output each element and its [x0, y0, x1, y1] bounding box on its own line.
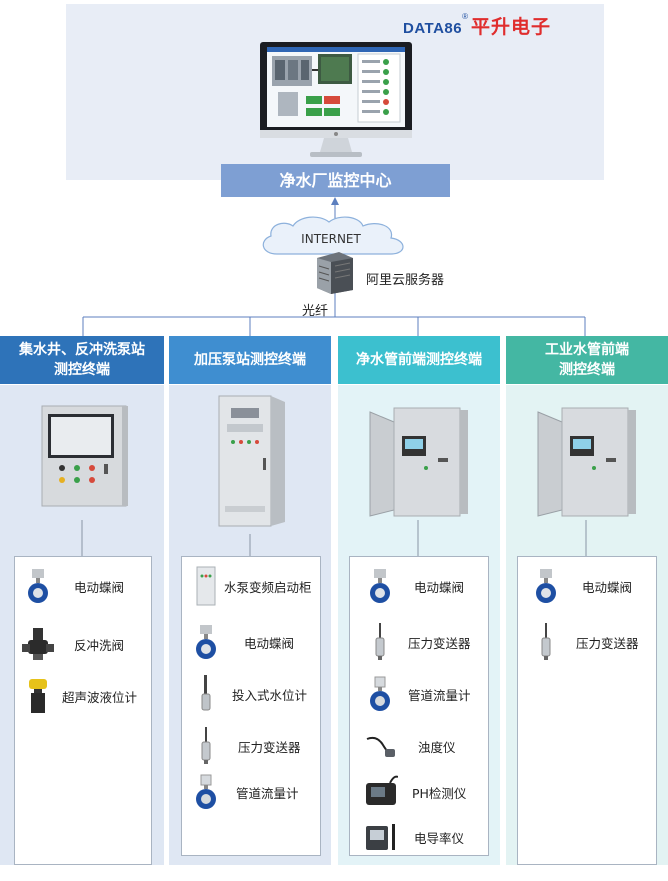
- butterfly-valve-icon: [362, 566, 398, 606]
- pump-cabinet-icon: [217, 394, 289, 530]
- butterfly-valve-icon: [20, 566, 56, 606]
- item-label: 超声波液位计: [62, 687, 137, 706]
- column-2-title-line1: 加压泵站测控终端: [194, 350, 306, 370]
- column-3-header: 净水管前端测控终端: [338, 336, 500, 384]
- item-label: 管道流量计: [236, 783, 299, 802]
- ultrasonic-level-meter-icon: [20, 676, 56, 716]
- list-item: 压力变送器: [188, 726, 301, 766]
- turbidity-sensor-icon: [362, 726, 398, 766]
- open-cabinet-icon: [368, 406, 470, 518]
- column-1-header: 集水井、反冲洗泵站测控终端: [0, 336, 164, 384]
- list-item: 电动蝶阀: [362, 566, 464, 606]
- item-label: 电动蝶阀: [414, 577, 464, 596]
- conductivity-meter-icon: [362, 817, 398, 857]
- item-label: 投入式水位计: [232, 685, 307, 704]
- item-label: 浊度仪: [418, 737, 456, 756]
- list-item: 电动蝶阀: [528, 566, 632, 606]
- list-item: 投入式水位计: [188, 674, 307, 714]
- open-cabinet-icon: [536, 406, 638, 518]
- cabinet-connectors: [0, 520, 668, 560]
- pipe-flowmeter-icon: [188, 772, 224, 812]
- column-3-title-line1: 净水管前端测控终端: [356, 350, 482, 370]
- list-item: 压力变送器: [362, 622, 471, 662]
- vfd-starter-cabinet-icon: [188, 566, 224, 606]
- pipe-flowmeter-icon: [362, 674, 398, 714]
- list-item: 水泵变频启动柜: [188, 566, 312, 606]
- fiber-label: 光纤: [302, 300, 328, 319]
- column-4-title-line2: 测控终端: [545, 360, 629, 380]
- pressure-transmitter-icon: [528, 622, 564, 662]
- column-4-header: 工业水管前端测控终端: [506, 336, 668, 384]
- column-1-title-line2: 测控终端: [19, 360, 145, 380]
- item-label: 压力变送器: [408, 633, 471, 652]
- server-icon: [313, 250, 357, 294]
- column-1-title-line1: 集水井、反冲洗泵站: [19, 340, 145, 360]
- item-label: 电动蝶阀: [582, 577, 632, 596]
- list-item: 电动蝶阀: [20, 566, 124, 606]
- pressure-transmitter-icon: [188, 726, 224, 766]
- list-item: 浊度仪: [362, 726, 456, 766]
- list-item: 反冲洗阀: [20, 624, 124, 664]
- item-label: 压力变送器: [576, 633, 639, 652]
- list-item: 超声波液位计: [20, 676, 137, 716]
- terminal-cabinet-icon: [40, 404, 130, 510]
- butterfly-valve-icon: [528, 566, 564, 606]
- item-label: PH检测仪: [412, 783, 466, 802]
- list-item: 压力变送器: [528, 622, 639, 662]
- item-label: 电动蝶阀: [74, 577, 124, 596]
- list-item: 管道流量计: [362, 674, 471, 714]
- ph-meter-icon: [362, 772, 398, 812]
- item-label: 反冲洗阀: [74, 635, 124, 654]
- list-item: PH检测仪: [362, 772, 466, 812]
- list-item: 管道流量计: [188, 772, 299, 812]
- butterfly-valve-icon: [188, 622, 224, 662]
- column-2-header: 加压泵站测控终端: [169, 336, 331, 384]
- list-item: 电导率仪: [362, 817, 464, 857]
- server-label: 阿里云服务器: [366, 269, 444, 288]
- list-item: 电动蝶阀: [188, 622, 294, 662]
- item-label: 管道流量计: [408, 685, 471, 704]
- item-label: 电导率仪: [414, 828, 464, 847]
- backwash-valve-icon: [20, 624, 56, 664]
- pressure-transmitter-icon: [362, 622, 398, 662]
- submersible-level-meter-icon: [188, 674, 224, 714]
- item-label: 电动蝶阀: [244, 633, 294, 652]
- column-4-title-line1: 工业水管前端: [545, 340, 629, 360]
- internet-label: INTERNET: [296, 232, 366, 246]
- item-label: 压力变送器: [238, 737, 301, 756]
- item-label: 水泵变频启动柜: [224, 577, 312, 596]
